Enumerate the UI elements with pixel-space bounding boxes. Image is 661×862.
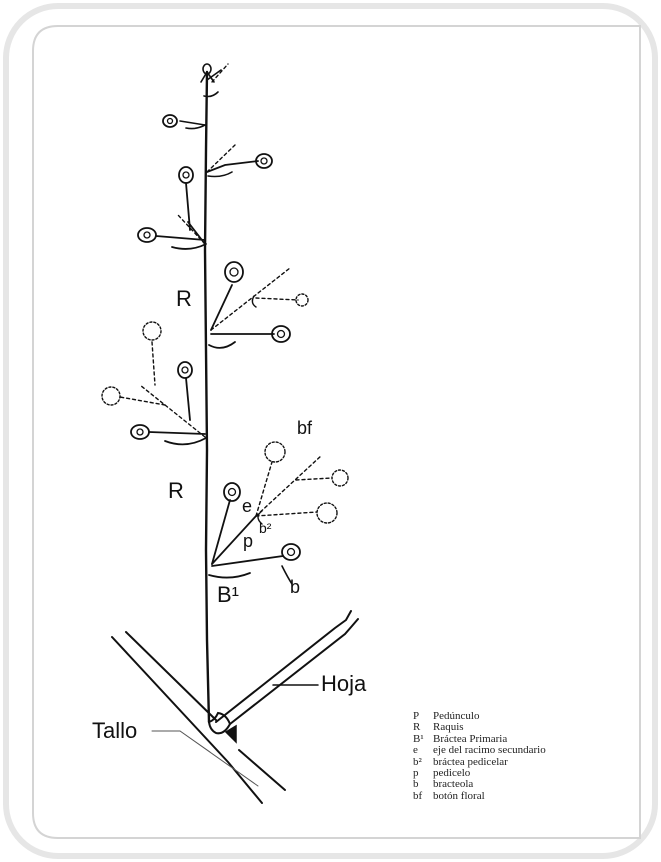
label-raquis-lower: R — [168, 480, 184, 502]
label-hoja: Hoja — [321, 673, 366, 695]
label-boton-floral: bf — [297, 419, 312, 437]
label-pedicelo: p — [243, 532, 253, 550]
legend-key: e — [413, 745, 433, 756]
label-bracteola: b — [290, 578, 300, 596]
label-raquis-upper: R — [176, 288, 192, 310]
legend-text: botón floral — [433, 791, 485, 802]
label-tallo: Tallo — [92, 720, 137, 742]
label-bractea-primaria: B¹ — [217, 584, 239, 606]
label-eje-secundario: e — [242, 497, 252, 515]
label-bractea-pedicelar: b² — [259, 521, 271, 535]
legend-text: eje del racimo secundario — [433, 745, 546, 756]
legend-key: bf — [413, 791, 433, 802]
